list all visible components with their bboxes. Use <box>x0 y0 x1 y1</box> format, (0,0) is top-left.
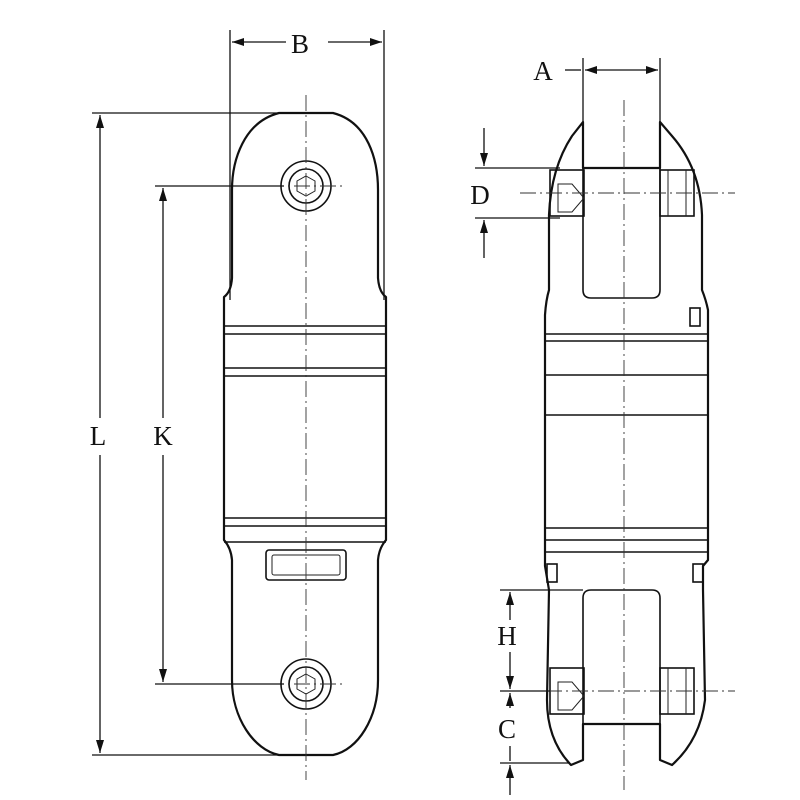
dimension-label-a: A <box>533 56 553 86</box>
side-tab <box>546 563 558 583</box>
top-clevis-slot <box>582 168 661 299</box>
side-tab <box>689 307 701 327</box>
side-view-outline <box>543 120 710 767</box>
dimension-label-k: K <box>153 421 173 451</box>
dimension-label-c: C <box>498 714 516 744</box>
front-view <box>222 95 388 780</box>
dimension-k: K <box>153 185 284 685</box>
dimension-l: L <box>90 112 300 756</box>
dimension-label-h: H <box>497 621 517 651</box>
dimension-b: B <box>229 29 385 300</box>
dimension-label-d: D <box>470 180 490 210</box>
dimension-label-b: B <box>291 29 309 59</box>
bottom-clevis-slot <box>582 589 661 724</box>
dimension-h: H <box>497 589 583 692</box>
dimension-d: D <box>470 128 560 258</box>
front-view-outline <box>222 111 388 757</box>
dimension-label-l: L <box>90 421 107 451</box>
side-view <box>520 100 735 790</box>
dimension-a: A <box>533 56 661 122</box>
dimension-c: C <box>498 693 570 795</box>
side-tab <box>692 563 704 583</box>
